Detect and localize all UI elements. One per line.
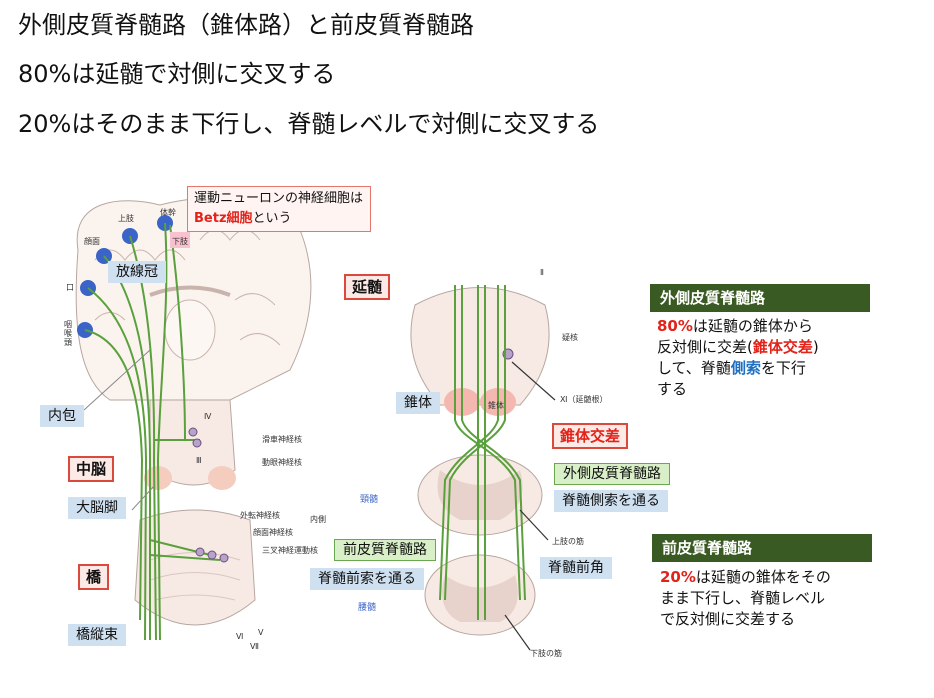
lateral-pct: 80% bbox=[657, 317, 693, 335]
ventricle bbox=[164, 299, 216, 361]
label-medial: 内側 bbox=[310, 515, 326, 524]
label-lateral-funiculus: 脊髄側索を通る bbox=[554, 490, 668, 512]
heading-2: 80%は延髄で対側に交叉する bbox=[18, 60, 336, 88]
label-roman-vi: Ⅵ bbox=[236, 632, 244, 641]
label-lumbar: 腰髄 bbox=[358, 603, 377, 613]
corpus-callosum bbox=[149, 285, 231, 297]
label-anterior-funiculus: 脊髄前索を通る bbox=[310, 568, 424, 590]
lateral-box-title: 外側皮質脊髄路 bbox=[650, 284, 870, 312]
anterior-t2: まま下行し、脊髄レベル bbox=[660, 589, 826, 607]
pons-shape bbox=[134, 509, 256, 626]
label-midbrain: 中脳 bbox=[68, 456, 115, 482]
label-roman-ii: Ⅱ bbox=[540, 268, 544, 277]
label-medulla: 延髄 bbox=[344, 274, 391, 300]
heading-1: 外側皮質脊髄路（錐体路）と前皮質脊髄路 bbox=[18, 11, 474, 39]
label-roman-v: Ⅴ bbox=[258, 628, 264, 637]
brain-gyri bbox=[94, 229, 281, 346]
label-cerebral-peduncle: 大脳脚 bbox=[68, 497, 126, 519]
label-lateral-tract: 外側皮質脊髄路 bbox=[554, 463, 670, 485]
label-trochlear-nucleus: 滑車神経核 bbox=[262, 435, 302, 444]
label-upper-muscle: 上肢の筋 bbox=[552, 537, 584, 546]
lateral-t2: 反対側に交差( bbox=[657, 338, 753, 356]
label-internal-capsule: 内包 bbox=[40, 405, 84, 427]
lateral-t4: ) bbox=[812, 338, 819, 356]
label-pons: 橋 bbox=[78, 564, 110, 590]
lateral-t3: 錐体交差 bbox=[752, 338, 813, 356]
lateral-box-text: 80%は延髄の錐体から 反対側に交差(錐体交差) して、脊髄側索を下行 する bbox=[657, 316, 887, 400]
label-roman-vii: Ⅶ bbox=[250, 642, 259, 651]
label-decussation: 錐体交差 bbox=[552, 423, 629, 449]
label-nucleus-ambiguus: 疑核 bbox=[562, 333, 578, 342]
lateral-t8: する bbox=[657, 380, 688, 398]
anterior-pct: 20% bbox=[660, 568, 696, 586]
betz-note-highlight: Betz細胞 bbox=[194, 211, 253, 226]
betz-note-suffix: という bbox=[252, 211, 292, 226]
label-trigeminal-motor-nucleus: 三叉神経運動核 bbox=[262, 546, 318, 555]
lateral-t6: 側索 bbox=[730, 359, 761, 377]
lumbar-gray bbox=[442, 575, 518, 622]
medulla-shape bbox=[410, 287, 550, 406]
label-cervical: 頸髄 bbox=[360, 495, 379, 505]
label-roman-iv: Ⅳ bbox=[204, 412, 212, 421]
anterior-box-title: 前皮質脊髄路 bbox=[652, 534, 872, 562]
label-pyramid: 錐体 bbox=[396, 392, 440, 414]
label-lower-limb: 下肢 bbox=[172, 237, 188, 246]
spinal-tracts bbox=[439, 285, 526, 620]
label-oculomotor-nucleus: 動眼神経核 bbox=[262, 458, 302, 467]
brain-outline bbox=[75, 197, 312, 401]
anterior-t1: は延髄の錐体をその bbox=[695, 568, 831, 586]
label-pyramid-inner: 錐体 bbox=[488, 401, 504, 410]
betz-note: 運動ニューロンの神経細胞は Betz細胞という bbox=[187, 186, 371, 232]
anterior-box-text: 20%は延髄の錐体をその まま下行し、脊髄レベル で反対側に交差する bbox=[660, 567, 890, 630]
label-pontine-bundle: 橋縦束 bbox=[68, 624, 126, 646]
label-roman-iii: Ⅲ bbox=[196, 456, 202, 465]
label-anterior-horn: 脊髄前角 bbox=[540, 557, 612, 579]
label-anterior-tract: 前皮質脊髄路 bbox=[334, 539, 436, 561]
label-upper-limb: 上肢 bbox=[118, 214, 134, 223]
label-lower-muscle: 下肢の筋 bbox=[530, 649, 562, 658]
muscle-arrows bbox=[504, 361, 556, 651]
heading-3: 20%はそのまま下行し、脊髄レベルで対側に交叉する bbox=[18, 110, 600, 138]
label-trunk: 体幹 bbox=[160, 208, 176, 217]
lateral-t5: して、脊髄 bbox=[657, 359, 731, 377]
label-facial-nucleus: 顔面神経核 bbox=[253, 528, 293, 537]
label-accessory: Ⅺ（延髄根） bbox=[560, 395, 608, 404]
label-mouth: 口 bbox=[66, 283, 74, 292]
betz-note-prefix: 運動ニューロンの神経細胞は bbox=[194, 191, 364, 206]
leader-lines bbox=[83, 349, 156, 511]
lateral-t7: を下行 bbox=[760, 359, 806, 377]
label-abducens-nucleus: 外転神経核 bbox=[240, 511, 280, 520]
anterior-t3: で反対側に交差する bbox=[660, 610, 796, 628]
label-throat: 咽喉頭 bbox=[64, 320, 72, 347]
lower-limb-marker bbox=[170, 232, 190, 248]
label-corona: 放線冠 bbox=[108, 261, 166, 283]
cervical-gray bbox=[437, 470, 523, 520]
label-face: 顔面 bbox=[84, 237, 100, 246]
lateral-t1: は延髄の錐体から bbox=[692, 317, 813, 335]
brainstem-nuclei bbox=[188, 427, 229, 563]
peduncle-right bbox=[208, 466, 236, 490]
